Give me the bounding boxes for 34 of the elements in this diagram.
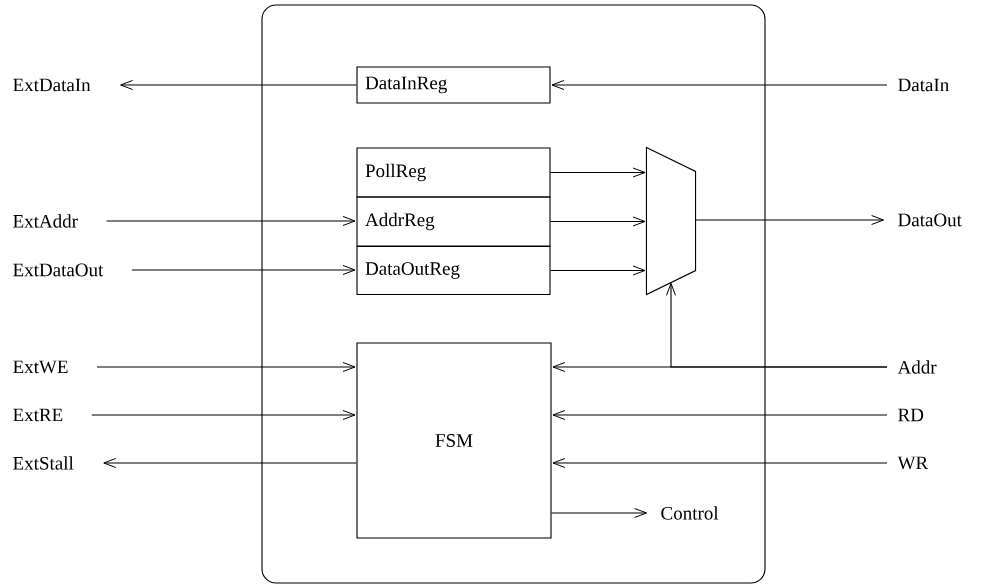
- signal-label: ExtAddr: [13, 214, 78, 228]
- signal-label: ExtDataIn: [13, 78, 91, 92]
- signal-label: Control: [661, 506, 719, 520]
- signal-label: WR: [897, 456, 929, 470]
- register-box: PollReg: [356, 147, 551, 198]
- arrow: [106, 216, 356, 226]
- arrow: [120, 80, 357, 90]
- arrow: [131, 265, 356, 275]
- signal-label: ExtStall: [13, 456, 74, 470]
- arrow: [96, 362, 356, 372]
- signal-label: DataOut: [898, 213, 962, 227]
- signal-label: Addr: [897, 360, 937, 374]
- multiplexer: [645, 146, 697, 296]
- register-box: DataOutReg: [356, 245, 551, 296]
- signal-label: ExtDataOut: [13, 263, 104, 277]
- register-box: DataInReg: [356, 66, 551, 104]
- arrow: [550, 216, 646, 227]
- arrow: [103, 458, 357, 468]
- state-machine-box: FSM: [356, 342, 552, 539]
- arrow: [550, 265, 646, 276]
- signal-label: ExtRE: [13, 408, 63, 422]
- register-box: AddrReg: [356, 196, 551, 247]
- arrow: [552, 410, 888, 420]
- arrow: [551, 508, 648, 518]
- signal-label: DataIn: [898, 78, 949, 92]
- arrow: [550, 167, 646, 178]
- arrow: [552, 458, 888, 468]
- signal-label: RD: [898, 408, 924, 422]
- arrow: [91, 410, 356, 420]
- signal-label: ExtWE: [13, 360, 68, 374]
- arrow: [666, 282, 888, 368]
- arrow: [551, 80, 888, 90]
- module-outline: [261, 4, 766, 584]
- arrow: [695, 215, 885, 225]
